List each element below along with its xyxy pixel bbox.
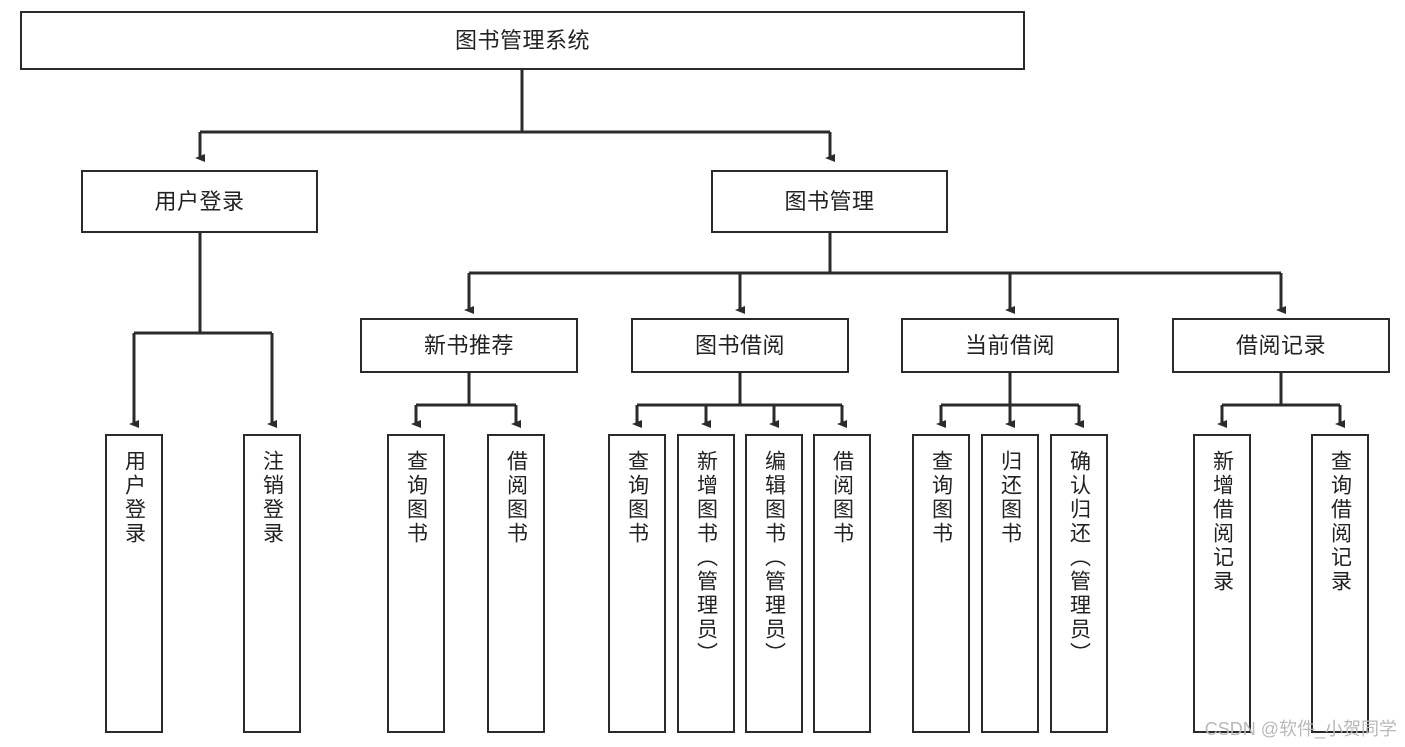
leaf-user-login-login[interactable]: 用户登录 <box>105 434 163 733</box>
leaf-new-book-query-book[interactable]: 查询图书 <box>387 434 445 733</box>
leaf-label: 查询图书 <box>404 450 428 546</box>
node-book-management[interactable]: 图书管理 <box>711 170 948 233</box>
node-book-borrow[interactable]: 图书借阅 <box>631 318 849 373</box>
leaf-book-borrow-edit-book-admin[interactable]: 编辑图书（管理员） <box>745 434 803 733</box>
leaf-book-borrow-query-book[interactable]: 查询图书 <box>608 434 666 733</box>
leaf-label: 借阅图书 <box>830 450 854 546</box>
leaf-label: 查询借阅记录 <box>1328 450 1352 594</box>
leaf-label: 借阅图书 <box>504 450 528 546</box>
leaf-label: 查询图书 <box>625 450 649 546</box>
leaf-current-borrow-query-book[interactable]: 查询图书 <box>912 434 970 733</box>
leaf-current-borrow-return-book[interactable]: 归还图书 <box>981 434 1039 733</box>
node-label: 图书管理 <box>784 188 875 214</box>
node-label: 图书管理系统 <box>454 27 590 53</box>
node-label: 图书借阅 <box>694 332 785 358</box>
leaf-label: 用户登录 <box>122 450 146 546</box>
node-root-system[interactable]: 图书管理系统 <box>20 11 1025 70</box>
leaf-borrow-record-add-record[interactable]: 新增借阅记录 <box>1193 434 1251 733</box>
node-label: 借阅记录 <box>1235 332 1326 358</box>
leaf-book-borrow-borrow-book[interactable]: 借阅图书 <box>813 434 871 733</box>
leaf-user-login-logout[interactable]: 注销登录 <box>243 434 301 733</box>
node-label: 当前借阅 <box>964 332 1055 358</box>
leaf-book-borrow-add-book-admin[interactable]: 新增图书（管理员） <box>677 434 735 733</box>
node-current-borrow[interactable]: 当前借阅 <box>901 318 1119 373</box>
node-label: 新书推荐 <box>423 332 514 358</box>
leaf-label: 编辑图书（管理员） <box>762 450 786 666</box>
leaf-label: 归还图书 <box>998 450 1022 546</box>
leaf-borrow-record-query-record[interactable]: 查询借阅记录 <box>1311 434 1369 733</box>
node-borrow-record[interactable]: 借阅记录 <box>1172 318 1390 373</box>
leaf-label: 新增图书（管理员） <box>694 450 718 666</box>
leaf-current-borrow-confirm-return-admin[interactable]: 确认归还（管理员） <box>1050 434 1108 733</box>
leaf-label: 新增借阅记录 <box>1210 450 1234 594</box>
leaf-label: 确认归还（管理员） <box>1067 450 1091 666</box>
leaf-label: 查询图书 <box>929 450 953 546</box>
node-user-login[interactable]: 用户登录 <box>81 170 318 233</box>
leaf-new-book-borrow-book[interactable]: 借阅图书 <box>487 434 545 733</box>
watermark-text: CSDN @软件_小贺同学 <box>1204 719 1397 739</box>
node-label: 用户登录 <box>154 188 245 214</box>
leaf-label: 注销登录 <box>260 450 284 546</box>
node-new-book-recommend[interactable]: 新书推荐 <box>360 318 578 373</box>
